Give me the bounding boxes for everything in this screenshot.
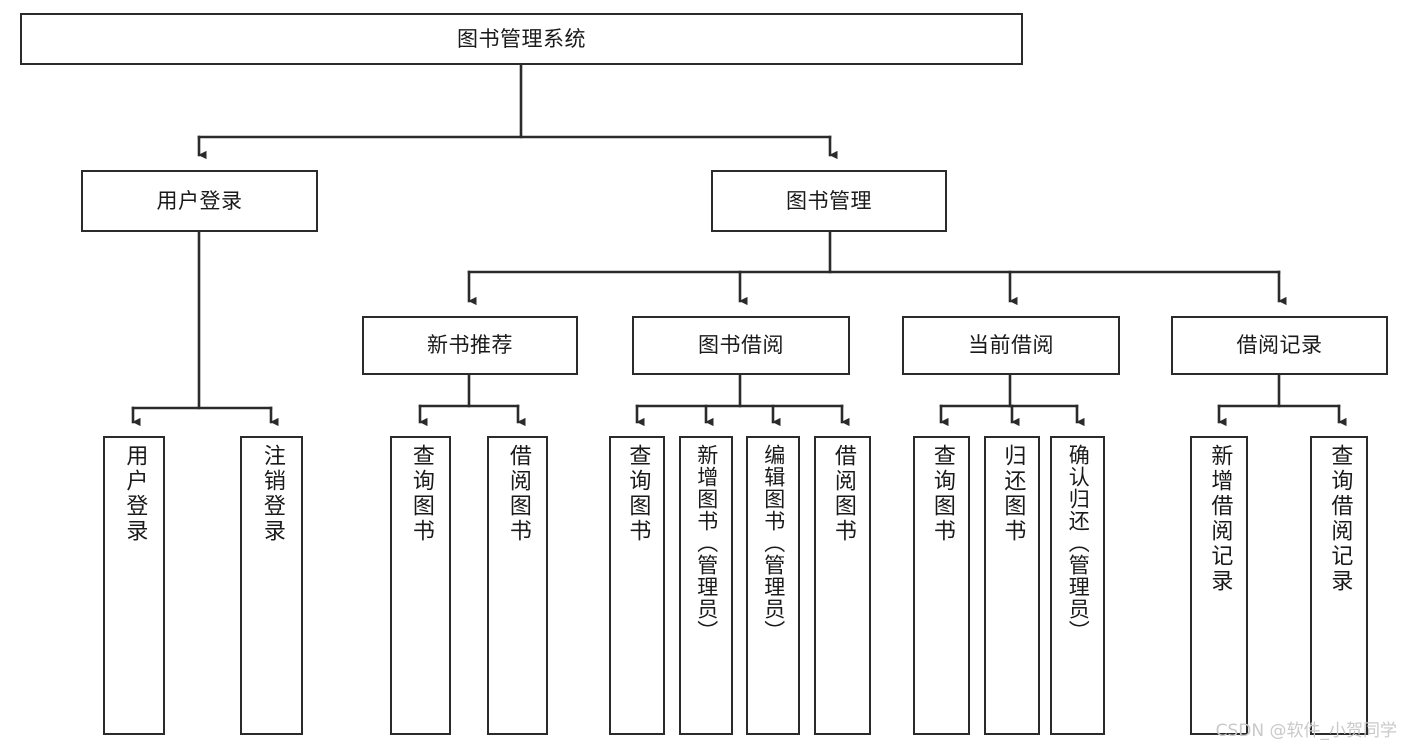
node-book-manage[interactable]: 图书管理 — [711, 170, 947, 232]
node-leaf-add-record-label: 新增借阅记录 — [1207, 444, 1233, 594]
node-leaf-user-login[interactable]: 用户登录 — [103, 436, 165, 735]
node-leaf-logout[interactable]: 注销登录 — [240, 436, 303, 735]
node-user-login-label: 用户登录 — [156, 188, 243, 213]
node-book-borrow-label: 图书借阅 — [698, 333, 784, 358]
node-leaf-query-book-2[interactable]: 查询图书 — [609, 436, 665, 735]
node-leaf-add-book[interactable]: 新增图书（管理员） — [679, 436, 733, 735]
node-leaf-query-book-2-label: 查询图书 — [625, 444, 651, 544]
node-leaf-add-record[interactable]: 新增借阅记录 — [1190, 436, 1248, 735]
node-leaf-add-book-label: 新增图书（管理员） — [694, 444, 719, 642]
node-leaf-query-book-1[interactable]: 查询图书 — [390, 436, 451, 735]
node-leaf-query-book-3[interactable]: 查询图书 — [913, 436, 970, 735]
node-new-book-rec-label: 新书推荐 — [427, 333, 513, 358]
node-leaf-logout-label: 注销登录 — [259, 444, 285, 544]
node-leaf-borrow-book-1-label: 借阅图书 — [505, 444, 531, 544]
node-root[interactable]: 图书管理系统 — [20, 13, 1023, 65]
node-leaf-edit-book[interactable]: 编辑图书（管理员） — [746, 436, 800, 735]
node-borrow-record-label: 借阅记录 — [1236, 333, 1323, 358]
node-leaf-query-record-label: 查询借阅记录 — [1327, 444, 1353, 594]
node-leaf-return-book[interactable]: 归还图书 — [984, 436, 1040, 735]
node-leaf-query-record[interactable]: 查询借阅记录 — [1310, 436, 1368, 735]
node-leaf-confirm-return[interactable]: 确认归还（管理员） — [1050, 436, 1105, 735]
node-book-manage-label: 图书管理 — [786, 188, 872, 213]
node-leaf-borrow-book-1[interactable]: 借阅图书 — [487, 436, 548, 735]
node-leaf-edit-book-label: 编辑图书（管理员） — [761, 444, 786, 642]
node-leaf-query-book-3-label: 查询图书 — [929, 444, 955, 544]
node-leaf-query-book-1-label: 查询图书 — [408, 444, 434, 544]
node-leaf-confirm-return-label: 确认归还（管理员） — [1066, 444, 1091, 642]
node-current-borrow[interactable]: 当前借阅 — [902, 316, 1120, 375]
node-leaf-borrow-book-2-label: 借阅图书 — [830, 444, 856, 544]
node-borrow-record[interactable]: 借阅记录 — [1171, 316, 1388, 375]
node-leaf-user-login-label: 用户登录 — [122, 444, 148, 544]
node-leaf-return-book-label: 归还图书 — [1000, 444, 1026, 544]
node-new-book-rec[interactable]: 新书推荐 — [362, 316, 578, 375]
node-current-borrow-label: 当前借阅 — [968, 333, 1054, 358]
node-user-login[interactable]: 用户登录 — [81, 170, 318, 232]
csdn-watermark: CSDN @软件_小贺同学 — [1215, 721, 1397, 741]
node-leaf-borrow-book-2[interactable]: 借阅图书 — [814, 436, 871, 735]
node-root-label: 图书管理系统 — [457, 26, 586, 51]
node-book-borrow[interactable]: 图书借阅 — [632, 316, 850, 375]
